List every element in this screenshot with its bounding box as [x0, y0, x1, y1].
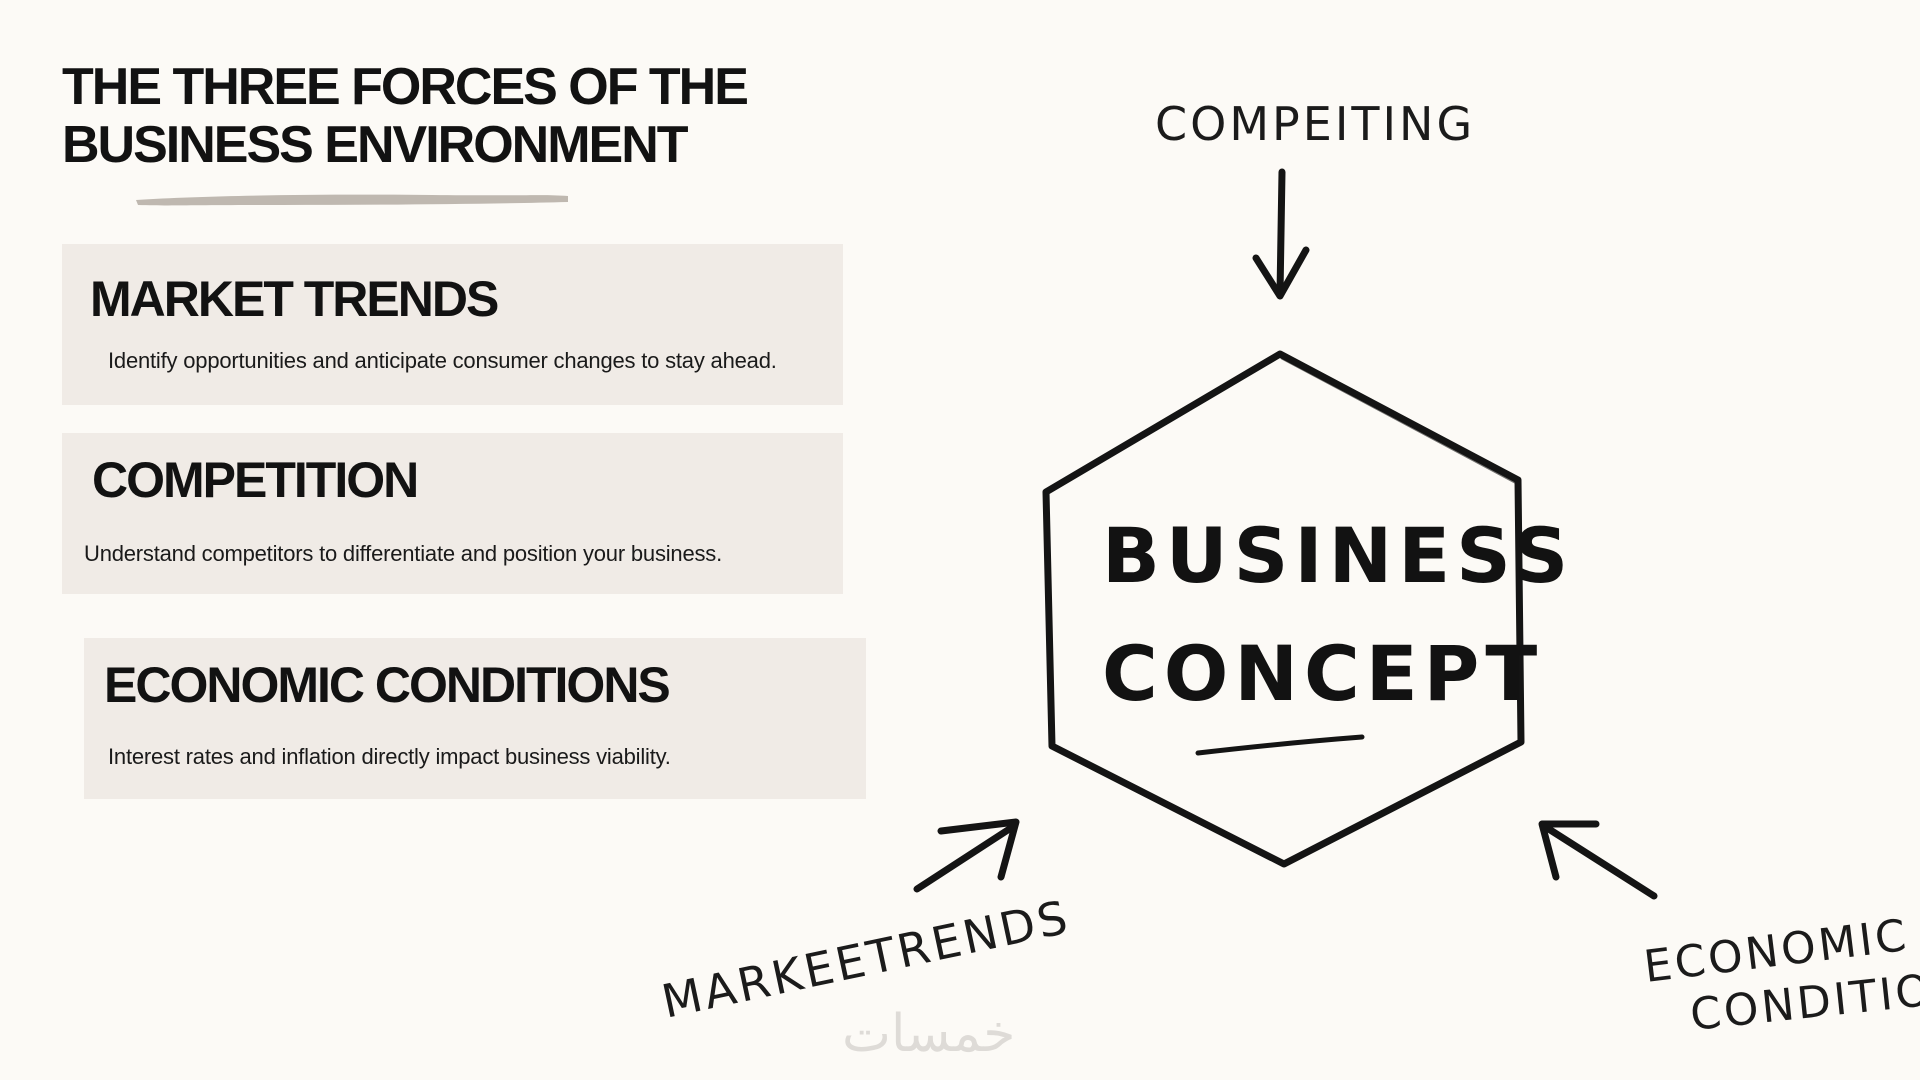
card-heading: MARKET TRENDS [90, 271, 499, 327]
card-description: Identify opportunities and anticipate co… [108, 348, 777, 373]
card-competition: COMPETITION Understand competitors to di… [62, 433, 843, 594]
concept-underline [1195, 734, 1365, 756]
card-heading: COMPETITION [92, 452, 419, 508]
card-economic-conditions: ECONOMIC CONDITIONS Interest rates and i… [84, 638, 866, 799]
arrow-up-left-icon [1538, 820, 1658, 900]
concept-hexagon [1042, 350, 1525, 868]
card-description: Interest rates and inflation directly im… [108, 744, 671, 769]
title-underline [136, 194, 568, 206]
arrow-down-icon [1252, 168, 1310, 300]
watermark-logo: خمسات [842, 1004, 1016, 1064]
arrow-up-right-icon [913, 818, 1020, 893]
card-description: Understand competitors to differentiate … [84, 541, 723, 566]
page-title: THE THREE FORCES OF THE BUSINESS ENVIRON… [62, 58, 749, 174]
card-heading: ECONOMIC CONDITIONS [104, 657, 671, 713]
card-market-trends: MARKET TRENDS Identify opportunities and… [62, 244, 843, 405]
force-label-competition: COMPEITING [1155, 97, 1475, 151]
concept-label-line1: BUSINESS [1102, 511, 1574, 600]
concept-label-line2: CONCEPT [1102, 629, 1543, 718]
